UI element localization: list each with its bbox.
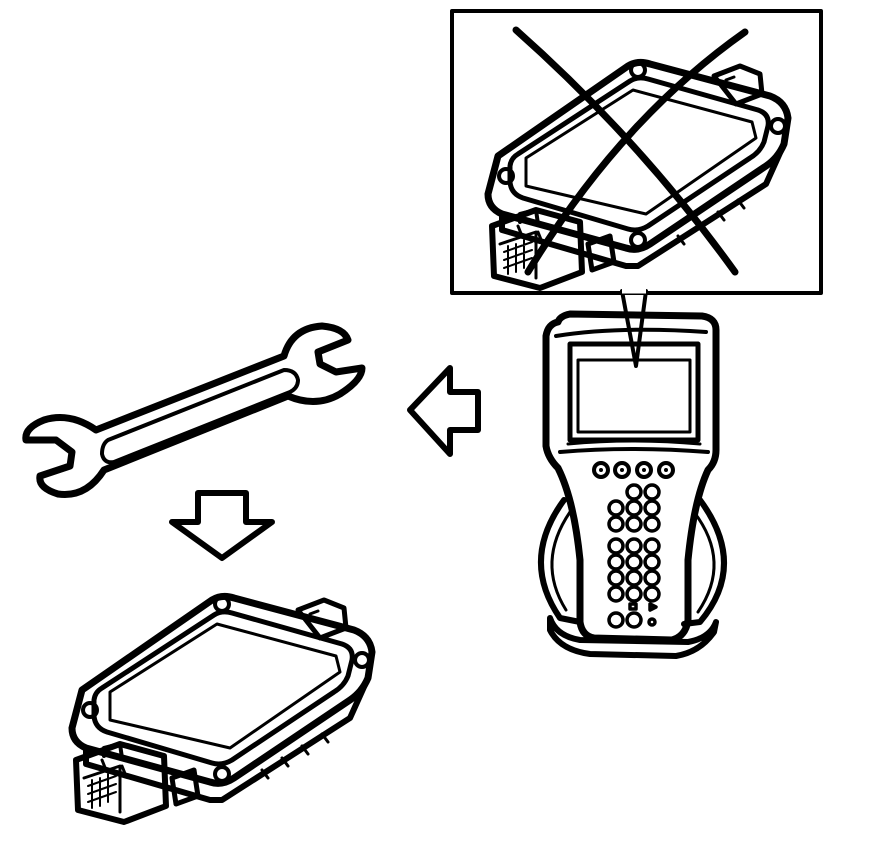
crossed-out-module-panel [450,9,823,295]
control-module-icon [72,596,372,822]
cross-mark-icon [512,26,749,276]
open-end-wrench-icon [22,322,366,498]
scan-tool-function-keys [592,461,675,479]
hollow-arrow-left-icon [407,365,481,457]
scan-tool-icon [538,310,727,659]
hollow-arrow-down-icon [169,490,275,561]
scan-tool-keypad [607,483,661,629]
scan-tool-screen [567,341,701,443]
control-module-icon [488,62,788,288]
